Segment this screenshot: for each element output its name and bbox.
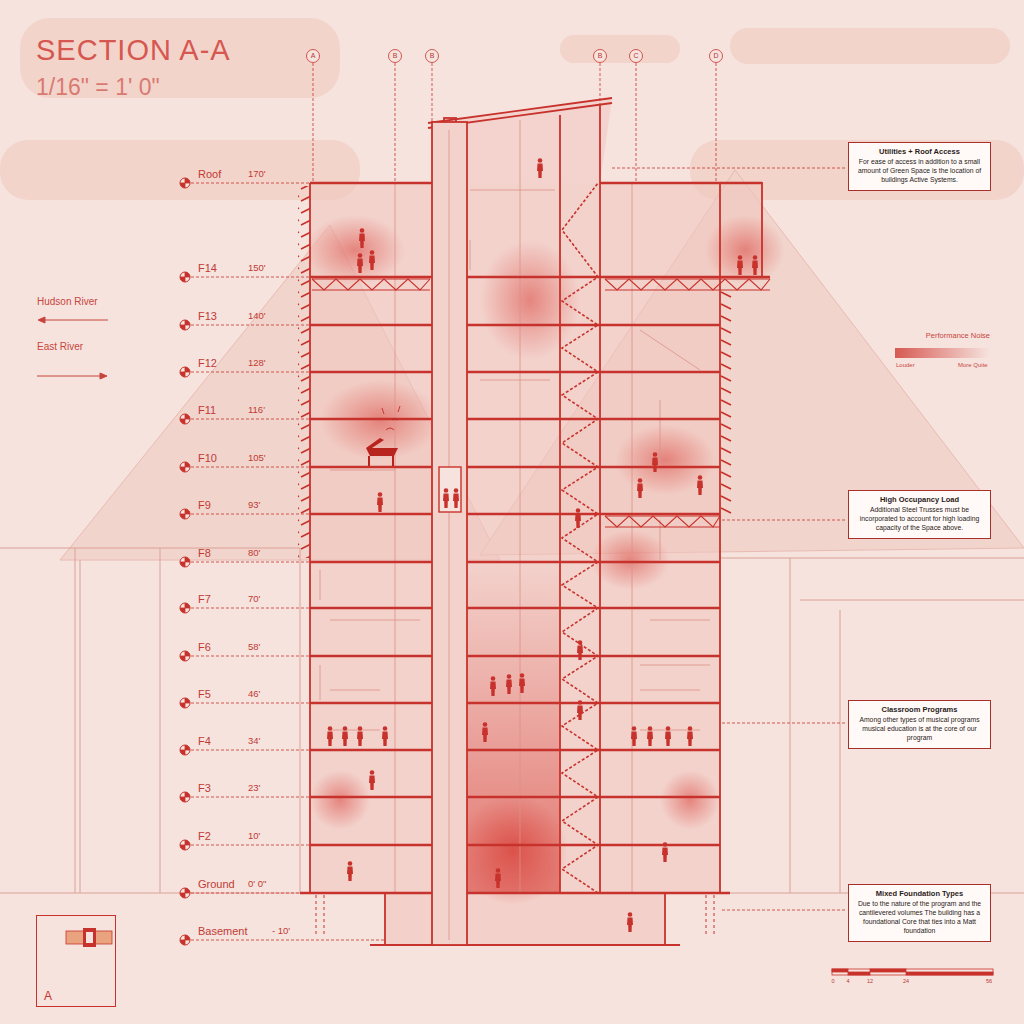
level-elevation: 170' (248, 169, 266, 180)
scale-number: 0 (825, 978, 841, 984)
callout-body: Among other types of musical programs mu… (855, 716, 984, 742)
callout-heading: High Occupancy Load (855, 495, 984, 504)
level-elevation: 23' (248, 783, 260, 794)
key-plan-box: A (36, 915, 116, 1007)
level-elevation: 105' (248, 453, 266, 464)
grid-bubble-letter: B (594, 52, 606, 60)
level-name: F14 (198, 262, 217, 275)
level-name: F4 (198, 735, 211, 748)
scale-number: 56 (981, 978, 997, 984)
level-elevation: 58' (248, 642, 260, 653)
grid-bubble-letter: B (426, 52, 438, 60)
level-elevation: 46' (248, 689, 260, 700)
grid-bubble-letter: D (710, 52, 722, 60)
callout-box: High Occupancy LoadAdditional Steel Trus… (848, 490, 991, 539)
scale-number: 4 (840, 978, 856, 984)
grid-bubble-letter: A (307, 52, 319, 60)
callout-box: Classroom ProgramsAmong other types of m… (848, 700, 991, 749)
level-name: F3 (198, 782, 211, 795)
key-plan-letter: A (44, 990, 52, 1002)
level-elevation: 34' (248, 736, 260, 747)
callout-heading: Utilities + Roof Access (855, 147, 984, 156)
level-name: F13 (198, 310, 217, 323)
level-elevation: 93' (248, 500, 260, 511)
level-name: F6 (198, 641, 211, 654)
level-elevation: 116' (248, 405, 265, 416)
level-elevation: 80' (248, 548, 260, 559)
grid-bubble-letter: C (630, 52, 642, 60)
callout-box: Utilities + Roof AccessFor ease of acces… (848, 142, 991, 191)
level-elevation: 0' 0" (248, 879, 266, 890)
legend-end-label: Louder (896, 362, 915, 369)
level-name: F11 (198, 404, 216, 417)
level-name: F10 (198, 452, 217, 465)
river-label: Hudson River (37, 296, 98, 308)
river-label: East River (37, 341, 83, 353)
level-elevation: 150' (248, 263, 266, 274)
callout-body: Due to the nature of the program and the… (855, 900, 984, 935)
grid-bubble-letter: B (389, 52, 401, 60)
level-name: F8 (198, 547, 211, 560)
scale-number: 12 (862, 978, 878, 984)
level-elevation: 10' (248, 831, 260, 842)
scale-note: 1/16" = 1' 0" (36, 74, 160, 100)
level-elevation: - 10' (272, 926, 290, 937)
level-elevation: 70' (248, 594, 260, 605)
level-name: Basement (198, 925, 248, 938)
callout-body: For ease of access in addition to a smal… (855, 158, 984, 184)
legend-end-label: More Quite (958, 362, 988, 369)
level-name: F7 (198, 593, 211, 606)
diagram-title: SECTION A-A (36, 34, 231, 67)
scale-number: 24 (898, 978, 914, 984)
level-name: Ground (198, 878, 235, 891)
level-elevation: 128' (248, 358, 266, 369)
level-name: Roof (198, 168, 221, 181)
callout-box: Mixed Foundation TypesDue to the nature … (848, 884, 991, 942)
level-name: F12 (198, 357, 217, 370)
level-name: F2 (198, 830, 211, 843)
level-name: F5 (198, 688, 211, 701)
callout-heading: Classroom Programs (855, 705, 984, 714)
level-elevation: 140' (248, 311, 266, 322)
callout-body: Additional Steel Trusses must be incorpo… (855, 506, 984, 532)
legend-title: Performance Noise (860, 332, 990, 341)
callout-heading: Mixed Foundation Types (855, 889, 984, 898)
level-name: F9 (198, 499, 211, 512)
